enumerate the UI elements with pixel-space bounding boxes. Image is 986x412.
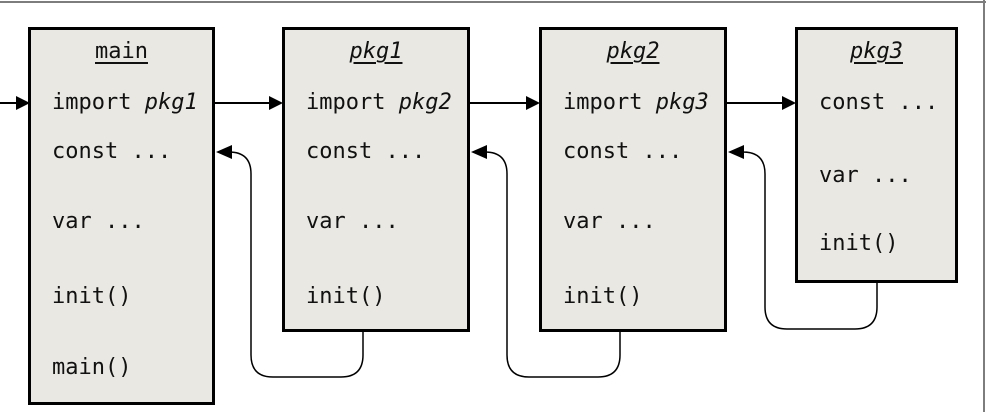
import-statement: import pkg2 [306, 90, 452, 115]
package-box-pkg1: pkg1 import pkg2 const ... var ... init(… [282, 27, 470, 332]
return-arrow-pkg3-to-pkg2-icon [728, 145, 878, 330]
package-box-main: main import pkg1 const ... var ... init(… [28, 27, 215, 405]
entry-arrow-icon [0, 96, 30, 110]
frame-top-border [0, 1, 986, 3]
init-call: init() [306, 284, 386, 309]
package-title: pkg2 [606, 39, 660, 64]
package-title: pkg3 [850, 39, 903, 64]
frame-right-border [983, 0, 985, 412]
flow-arrow-main-to-pkg1-icon [215, 96, 283, 110]
main-call: main() [52, 355, 132, 380]
const-statement: const ... [306, 139, 426, 164]
var-statement: var ... [563, 209, 656, 234]
init-call: init() [52, 284, 132, 309]
init-call: init() [819, 231, 899, 256]
const-statement: const ... [52, 139, 172, 164]
return-arrow-pkg2-to-pkg1-icon [471, 145, 621, 378]
import-target: pkg3 [655, 90, 709, 115]
package-title: pkg1 [349, 39, 403, 64]
import-statement: import pkg1 [52, 90, 198, 115]
return-arrow-pkg1-to-main-icon [216, 145, 364, 378]
import-target: pkg1 [144, 90, 198, 115]
package-title: main [95, 39, 148, 64]
import-target: pkg2 [398, 90, 452, 115]
flow-arrow-pkg2-to-pkg3-icon [727, 96, 796, 110]
var-statement: var ... [52, 209, 145, 234]
package-box-pkg2: pkg2 import pkg3 const ... var ... init(… [539, 27, 727, 332]
const-statement: const ... [563, 139, 683, 164]
const-statement: const ... [819, 90, 939, 115]
init-call: init() [563, 284, 643, 309]
import-statement: import pkg3 [563, 90, 709, 115]
var-statement: var ... [819, 163, 912, 188]
flow-arrow-pkg1-to-pkg2-icon [470, 96, 540, 110]
package-box-pkg3: pkg3 const ... var ... init() [795, 27, 958, 283]
var-statement: var ... [306, 209, 399, 234]
